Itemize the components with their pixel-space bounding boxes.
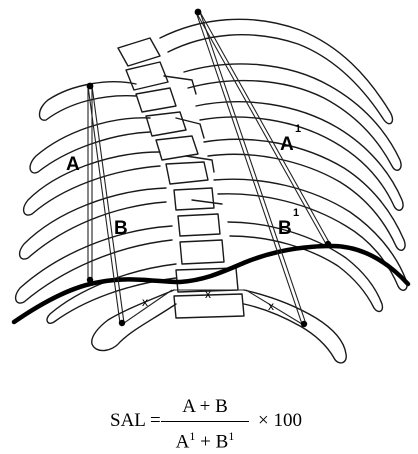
vertebra-11 <box>173 293 245 319</box>
vertebra-2 <box>125 61 169 91</box>
line-b1-inner <box>199 11 307 325</box>
vertebra-process-1 <box>163 75 197 95</box>
line-b1-outer <box>195 11 303 325</box>
label-x-left: x <box>142 295 148 309</box>
rib-left-5 <box>14 225 173 304</box>
line-b-outer <box>87 85 121 324</box>
rib-left-7 <box>91 289 177 352</box>
apex-left-point <box>86 82 94 90</box>
label-b: B <box>114 218 128 239</box>
point-a1-end <box>324 240 332 248</box>
rib-right-3 <box>195 101 404 211</box>
rib-right-1 <box>159 18 394 125</box>
reference-curve <box>11 243 411 325</box>
formula-denominator: A1 + B1 <box>157 424 253 452</box>
den-plus: + <box>200 431 211 453</box>
label-a: A <box>66 154 80 175</box>
label-b1-sup: 1 <box>293 207 299 219</box>
label-x-right: x <box>268 299 274 313</box>
measurement-lines <box>87 11 331 325</box>
vertebra-9 <box>179 239 225 265</box>
rib-right-7 <box>243 289 347 364</box>
den-b: B <box>215 431 229 453</box>
vertebra-3 <box>135 87 177 113</box>
vertebra-4 <box>145 111 187 137</box>
right-ribs <box>159 18 408 364</box>
x-line-right <box>245 289 303 325</box>
line-b-inner <box>91 85 125 324</box>
landmark-points <box>86 8 332 328</box>
rib-left-4 <box>18 187 167 260</box>
line-a1-inner <box>199 11 331 245</box>
formula-lhs: SAL = <box>110 410 161 431</box>
vertebra-7 <box>173 187 215 211</box>
fraction-bar <box>161 421 249 422</box>
vertebral-column <box>117 37 245 319</box>
den-a-sup: 1 <box>189 429 196 443</box>
rib-left-1 <box>38 81 137 121</box>
vertebra-1 <box>117 37 161 67</box>
den-a: A <box>175 431 190 453</box>
vertebra-process-4 <box>191 199 223 205</box>
rib-left-3 <box>22 151 161 216</box>
point-b-end <box>118 319 126 327</box>
point-a-end <box>86 276 94 284</box>
vertebra-5 <box>155 135 199 161</box>
label-x-middle: x <box>205 287 211 301</box>
label-b1: B <box>278 218 292 239</box>
line-a1-outer <box>195 11 327 245</box>
rib-right-2 <box>183 63 402 171</box>
formula-numerator: A + B <box>182 396 228 417</box>
den-b-sup: 1 <box>228 429 235 443</box>
left-ribs <box>14 81 177 352</box>
point-b1-end <box>300 320 308 328</box>
rib-right-5 <box>213 178 408 291</box>
apex-right-point <box>194 8 202 16</box>
vertebra-process-2 <box>175 117 205 139</box>
formula-fraction: A + B A1 + B1 <box>157 396 253 452</box>
sal-formula: SAL = A + B A1 + B1 × 100 <box>0 396 418 452</box>
vertebra-6 <box>165 161 209 185</box>
label-a1-sup: 1 <box>295 123 301 135</box>
formula-rhs: × 100 <box>258 410 302 431</box>
x-line-left <box>123 289 173 324</box>
vertebra-process-3 <box>185 155 215 173</box>
rib-right-6 <box>227 221 384 313</box>
rib-right-4 <box>203 138 406 251</box>
vertebra-8 <box>177 213 221 237</box>
label-a1: A <box>280 134 294 155</box>
spine-rib-illustration: A B A 1 B 1 x x x <box>11 8 411 364</box>
